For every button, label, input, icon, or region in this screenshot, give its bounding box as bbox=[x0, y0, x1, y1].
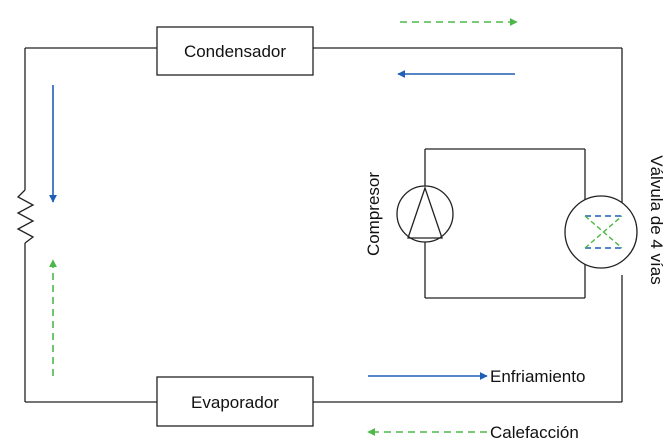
valve-label: Válvula de 4 vías bbox=[647, 155, 666, 284]
legend-cooling-label: Enfriamiento bbox=[490, 367, 585, 386]
condenser-label: Condensador bbox=[184, 42, 286, 61]
legend: Enfriamiento Calefacción bbox=[367, 367, 585, 439]
compressor-label: Compresor bbox=[364, 172, 383, 256]
refrigerant-piping bbox=[16, 47, 623, 403]
four-way-valve-symbol bbox=[564, 195, 638, 269]
legend-heating-label: Calefacción bbox=[490, 423, 579, 439]
flow-arrows bbox=[49, 18, 518, 376]
condenser-unit: Condensador bbox=[156, 26, 314, 76]
evaporator-label: Evaporador bbox=[191, 393, 279, 412]
compressor-symbol bbox=[396, 185, 454, 243]
evaporator-unit: Evaporador bbox=[156, 376, 314, 427]
